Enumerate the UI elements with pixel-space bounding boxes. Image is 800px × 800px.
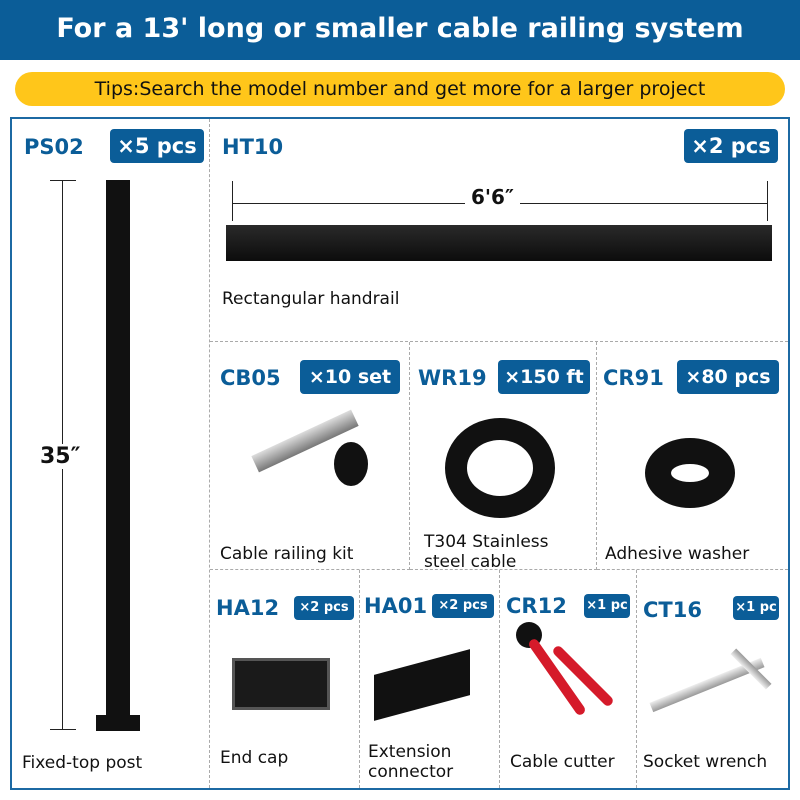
- dimension-tick: [767, 181, 768, 221]
- end-cap-image: [232, 658, 330, 710]
- model-number: HA12: [216, 596, 280, 620]
- model-number: HA01: [364, 594, 428, 618]
- model-number: CT16: [643, 598, 702, 622]
- item-ps02: PS02 ×5 pcs 35″ Fixed-top post: [12, 119, 210, 788]
- quantity-badge: ×80 pcs: [677, 360, 779, 394]
- item-label: Socket wrench: [643, 752, 768, 772]
- item-label: T304 Stainless steel cable: [424, 532, 549, 572]
- dimension-tick: [50, 729, 76, 730]
- quantity-badge: ×2 pcs: [684, 129, 778, 163]
- quantity-badge: ×150 ft: [498, 360, 590, 394]
- dimension-tick: [50, 180, 76, 181]
- model-number: CB05: [220, 366, 281, 390]
- post-image: [106, 180, 130, 720]
- item-label: End cap: [220, 748, 289, 768]
- item-cr12: CR12 ×1 pc Cable cutter: [500, 570, 637, 788]
- kit-cap: [334, 442, 368, 486]
- quantity-badge: ×2 pcs: [432, 594, 494, 618]
- item-cb05: CB05 ×10 set Cable railing kit: [210, 342, 410, 570]
- model-number: PS02: [24, 135, 84, 159]
- model-number: CR91: [603, 366, 664, 390]
- item-wr19: WR19 ×150 ft T304 Stainless steel cable: [410, 342, 597, 572]
- item-label: Adhesive washer: [605, 544, 750, 564]
- model-number: WR19: [418, 366, 487, 390]
- connector-image: [374, 649, 470, 721]
- quantity-badge: ×1 pc: [733, 596, 779, 620]
- tips-banner: Tips:Search the model number and get mor…: [15, 72, 785, 106]
- item-ha01: HA01 ×2 pcs Extension connector: [360, 570, 500, 788]
- item-ha12: HA12 ×2 pcs End cap: [210, 570, 360, 788]
- quantity-badge: ×10 set: [300, 360, 400, 394]
- page-title: For a 13' long or smaller cable railing …: [0, 0, 800, 60]
- cable-coil-image: [445, 418, 555, 518]
- item-label: Cable railing kit: [220, 544, 354, 564]
- model-number: HT10: [222, 135, 284, 159]
- post-base: [96, 715, 140, 731]
- item-label: Fixed-top post: [22, 753, 143, 773]
- item-label: Rectangular handrail: [222, 289, 400, 309]
- item-ct16: CT16 ×1 pc Socket wrench: [637, 570, 788, 788]
- quantity-badge: ×5 pcs: [110, 129, 204, 163]
- quantity-badge: ×2 pcs: [294, 596, 354, 620]
- model-number: CR12: [506, 594, 567, 618]
- item-label: Cable cutter: [510, 752, 615, 772]
- dimension-tick: [232, 181, 233, 221]
- quantity-badge: ×1 pc: [584, 594, 630, 618]
- handrail-length: 6'6″: [465, 185, 520, 209]
- item-label: Extension connector: [368, 742, 454, 782]
- item-ht10: HT10 ×2 pcs 6'6″ Rectangular handrail: [210, 119, 788, 342]
- handrail-image: [226, 225, 772, 261]
- post-height: 35″: [40, 444, 81, 469]
- washer-image: [645, 438, 735, 508]
- parts-panel: [10, 117, 790, 790]
- item-cr91: CR91 ×80 pcs Adhesive washer: [597, 342, 788, 570]
